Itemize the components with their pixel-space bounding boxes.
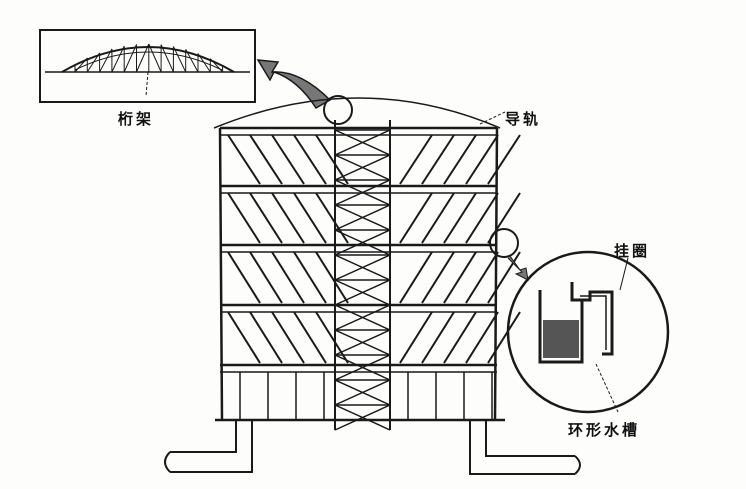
ladder-brace xyxy=(334,404,391,431)
chevron-plate xyxy=(293,311,327,364)
truss-member xyxy=(86,52,101,73)
chevron-plate xyxy=(271,192,305,244)
ladder-brace xyxy=(334,254,391,281)
chevron-plate xyxy=(399,251,433,304)
chevron-plate xyxy=(465,311,499,364)
truss-member xyxy=(123,44,137,73)
chevron-plate xyxy=(227,311,261,364)
chevron-plate xyxy=(227,251,261,304)
truss-member xyxy=(160,44,174,73)
chevron-plate xyxy=(465,192,499,244)
truss-member xyxy=(185,49,199,73)
ladder-brace xyxy=(334,229,391,256)
chevron-plate xyxy=(443,251,477,304)
chevron-plate xyxy=(249,251,283,304)
chevron-plate xyxy=(315,192,349,244)
chevron-plate xyxy=(249,134,283,185)
truss-member xyxy=(197,53,211,73)
chevron-plate xyxy=(271,311,305,364)
inlet-outlet-pipes xyxy=(164,420,581,475)
chevron-plate xyxy=(465,134,499,185)
truss-inset xyxy=(39,29,256,103)
chevron-plate xyxy=(271,134,305,185)
chevron-plate xyxy=(227,192,261,244)
truss-member xyxy=(136,43,150,73)
ladder-brace xyxy=(334,304,391,331)
chevron-plate xyxy=(421,311,455,364)
truss-member xyxy=(74,57,88,73)
chevron-plate xyxy=(443,134,477,185)
truss-member xyxy=(172,46,187,73)
ladder-brace xyxy=(334,204,391,231)
holder-body xyxy=(215,120,521,431)
chevron-plate xyxy=(443,311,477,364)
ladder-brace xyxy=(334,154,391,181)
chevron-plate xyxy=(399,311,433,364)
label-truss: 桁架 xyxy=(118,110,155,128)
dome-roof xyxy=(213,97,501,129)
truss-member xyxy=(209,58,223,73)
chevron-plate xyxy=(487,311,521,364)
ladder-brace xyxy=(334,179,391,206)
chevron-plate xyxy=(399,192,433,244)
chevron-plate xyxy=(421,134,455,185)
chevron-plate xyxy=(487,251,521,304)
chevron-plate xyxy=(249,311,283,364)
chevron-plate xyxy=(227,134,261,185)
chevron-plate xyxy=(465,251,499,304)
arrow-to-truss-inset xyxy=(256,59,353,125)
water-seal-detail xyxy=(489,228,670,414)
chevron-plate xyxy=(487,134,521,185)
truss-member xyxy=(99,48,113,73)
ladder-brace xyxy=(334,354,391,381)
chevron-plate xyxy=(249,192,283,244)
label-guide-rail: 导轨 xyxy=(505,110,542,128)
chevron-plate xyxy=(293,192,327,244)
chevron-plate xyxy=(443,192,477,244)
chevron-plate xyxy=(399,134,433,185)
chevron-plate xyxy=(293,134,327,185)
truss-member xyxy=(111,45,125,73)
ladder-brace xyxy=(334,279,391,306)
chevron-plate xyxy=(293,251,327,304)
chevron-plate xyxy=(421,192,455,244)
ladder-brace xyxy=(334,329,391,356)
ladder-brace xyxy=(334,379,391,406)
label-hanging-ring: 挂圈 xyxy=(614,242,651,260)
truss-member xyxy=(148,43,162,73)
chevron-plate xyxy=(315,251,349,304)
chevron-plate xyxy=(421,251,455,304)
chevron-plate xyxy=(271,251,305,304)
ladder-brace xyxy=(334,129,391,156)
label-annular-water-tank: 环形水槽 xyxy=(568,421,641,439)
